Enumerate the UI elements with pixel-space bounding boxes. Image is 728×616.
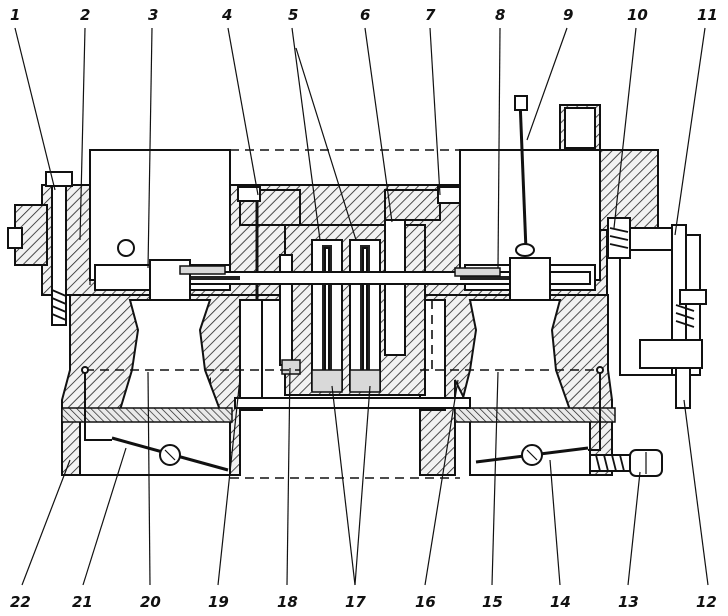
venturi-right [419, 299, 572, 411]
top-caps [237, 186, 461, 204]
venturi-left [118, 299, 263, 411]
linkage-right [607, 217, 707, 409]
labels-top: 1 2 3 4 5 6 7 8 9 10 11 [10, 6, 718, 24]
label-17: 17 [345, 593, 366, 611]
throttle-valve-left [111, 436, 229, 472]
leader-lines [14, 27, 709, 586]
label-13: 13 [618, 593, 639, 611]
label-22: 22 [10, 593, 31, 611]
label-18: 18 [277, 593, 298, 611]
label-1: 1 [10, 6, 20, 24]
label-6: 6 [360, 6, 370, 24]
label-7: 7 [425, 6, 436, 24]
banjo-fitting-left [7, 171, 73, 326]
choke-lever [514, 95, 535, 257]
label-8: 8 [495, 6, 505, 24]
labels-bottom: 22 21 20 19 18 17 16 15 14 13 12 [10, 593, 717, 611]
label-9: 9 [563, 6, 573, 24]
idle-screw [589, 449, 663, 477]
right-float-chamber [459, 104, 601, 291]
label-10: 10 [627, 6, 648, 24]
label-4: 4 [221, 6, 232, 24]
throttle-valve-right [475, 444, 589, 466]
air-tubes [81, 366, 604, 451]
label-14: 14 [550, 593, 571, 611]
fuel-passage [149, 257, 591, 409]
label-2: 2 [80, 6, 90, 24]
label-5: 5 [288, 6, 298, 24]
label-12: 12 [696, 593, 717, 611]
label-3: 3 [148, 6, 158, 24]
label-15: 15 [482, 593, 503, 611]
label-20: 20 [140, 593, 161, 611]
label-21: 21 [72, 593, 93, 611]
label-19: 19 [208, 593, 229, 611]
label-16: 16 [415, 593, 436, 611]
jet-block [239, 189, 441, 396]
dashed-outlines [85, 149, 600, 479]
label-11: 11 [697, 6, 718, 24]
